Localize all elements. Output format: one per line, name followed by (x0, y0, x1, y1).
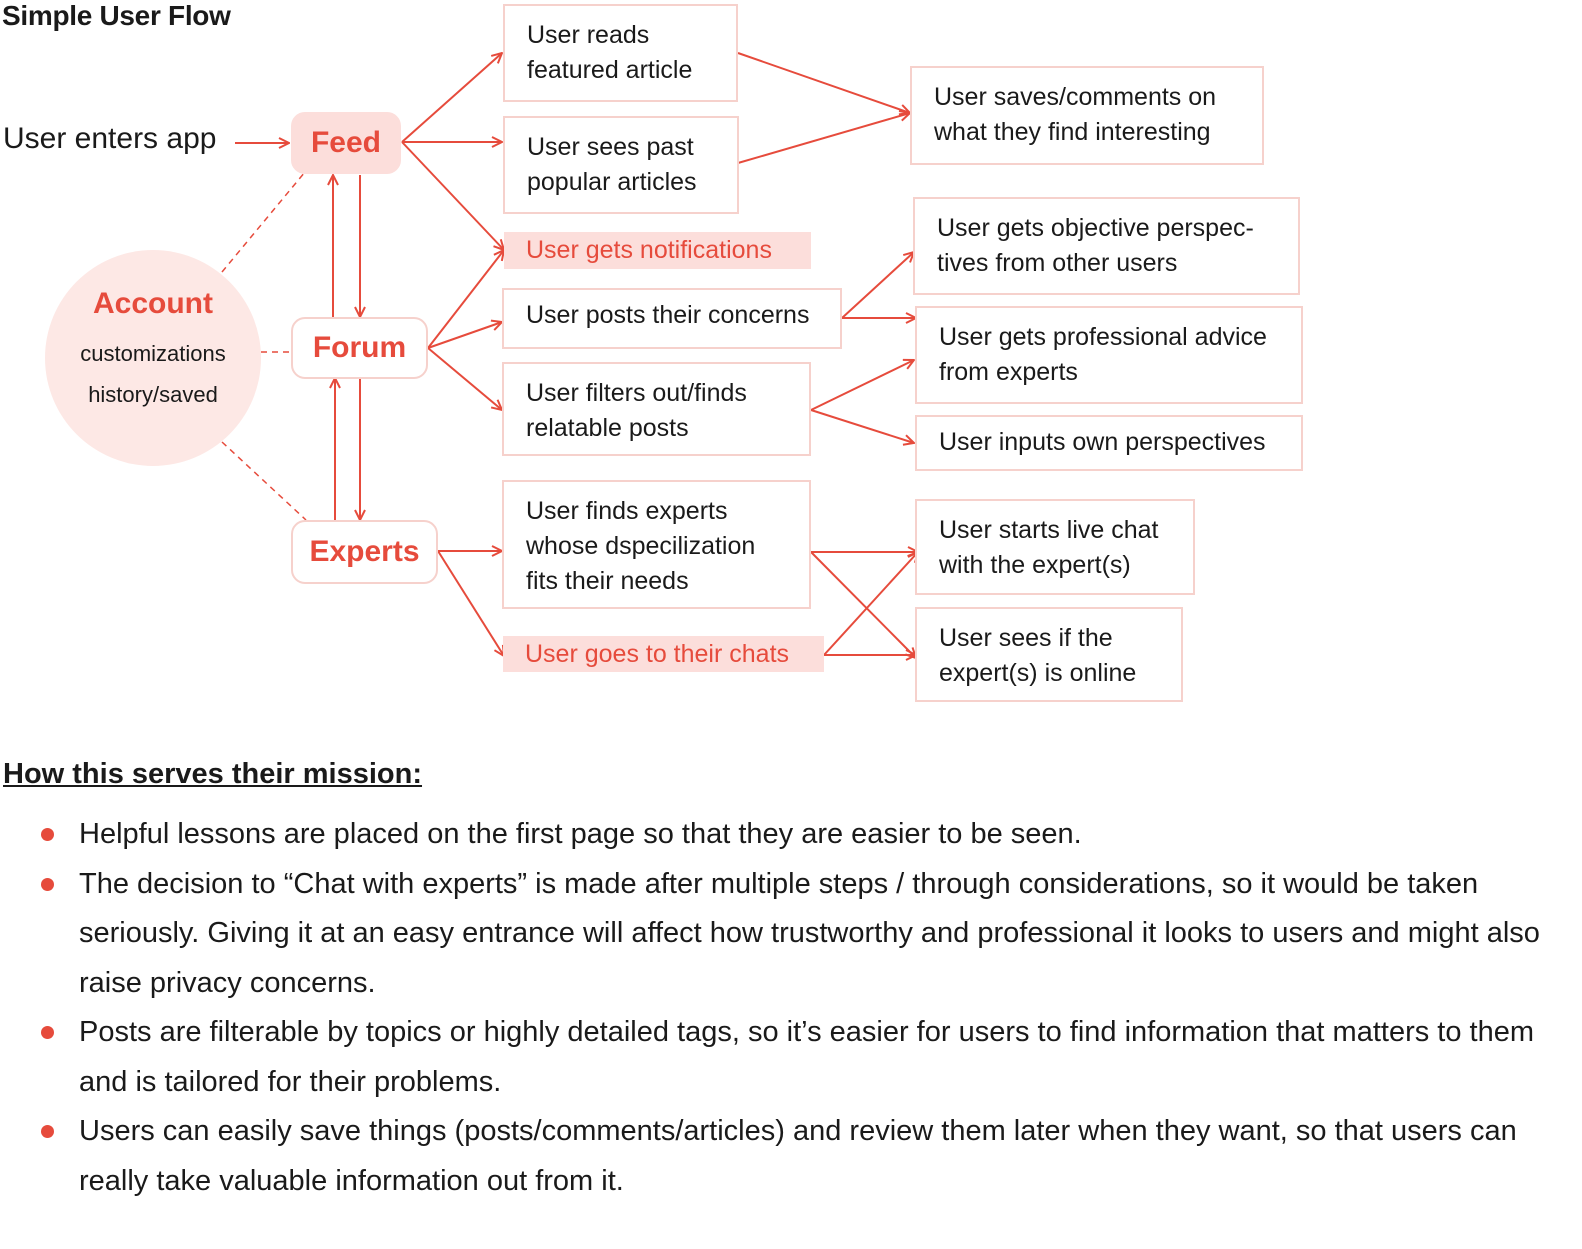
mission-bullets: Helpful lessons are placed on the first … (0, 810, 1570, 1206)
arrow-past-result (737, 113, 910, 164)
account-node[interactable] (45, 250, 261, 466)
arrow-experts-chats (437, 550, 504, 656)
arrow-forum-notifications (427, 250, 504, 349)
forum-node[interactable]: Forum (291, 317, 428, 379)
result-objective-perspectives: User gets objective perspec-tives from o… (913, 197, 1300, 295)
dashed-account-feed (221, 171, 306, 273)
bullet-dot-icon (41, 1125, 54, 1138)
step-goes-to-chats: User goes to their chats (503, 636, 824, 672)
result-professional-advice: User gets professional advice from exper… (915, 306, 1303, 404)
dashed-account-experts (221, 441, 307, 521)
arrow-forum-posts (427, 322, 502, 349)
result-saves-comments: User saves/comments on what they find in… (910, 66, 1264, 165)
step-featured-article: User reads featured article (503, 4, 738, 102)
experts-label: Experts (309, 535, 420, 568)
forum-label: Forum (312, 331, 407, 364)
account-title: Account (93, 287, 213, 320)
feed-label: Feed (310, 126, 382, 159)
entry-label: User enters app (3, 122, 217, 155)
result-inputs-perspectives: User inputs own perspectives (915, 415, 1303, 471)
result-live-chat: User starts live chat with the expert(s) (915, 499, 1195, 595)
arrow-filters-inputs (810, 409, 914, 443)
bullet-dot-icon (41, 877, 54, 891)
mission-heading: How this serves their mission: (3, 758, 423, 790)
feed-node[interactable]: Feed (291, 112, 401, 174)
arrow-forum-filters (427, 347, 502, 410)
arrow-feed-featured (401, 53, 502, 143)
result-expert-online: User sees if the expert(s) is online (915, 607, 1183, 702)
mission-bullet: Helpful lessons are placed on the first … (0, 810, 1570, 860)
mission-bullet: The decision to “Chat with experts” is m… (0, 860, 1570, 1009)
bullet-dot-icon (41, 828, 54, 841)
arrow-chats-livechat (823, 552, 918, 656)
flow-connectors (221, 0, 1582, 720)
mission-bullet: Posts are filterable by topics or highly… (0, 1008, 1570, 1107)
arrow-filters-professional (810, 360, 914, 411)
account-customizations: customizations (80, 341, 226, 366)
step-past-articles: User sees past popular articles (503, 116, 739, 214)
mission-bullet: Users can easily save things (posts/comm… (0, 1107, 1570, 1206)
arrow-posts-objective (841, 252, 914, 319)
arrow-finds-online (810, 551, 916, 658)
step-posts-concerns: User posts their concerns (502, 288, 842, 349)
arrow-featured-result (737, 52, 910, 113)
step-notifications: User gets notifications (504, 232, 811, 269)
arrow-feed-notifications (401, 141, 504, 250)
bullet-dot-icon (41, 1026, 54, 1039)
account-history: history/saved (88, 382, 218, 407)
diagram-title: Simple User Flow (2, 0, 231, 31)
experts-node[interactable]: Experts (291, 520, 438, 584)
step-filters-posts: User filters out/finds relatable posts (502, 362, 811, 456)
step-finds-experts: User finds experts whose dspecilization … (502, 480, 811, 609)
